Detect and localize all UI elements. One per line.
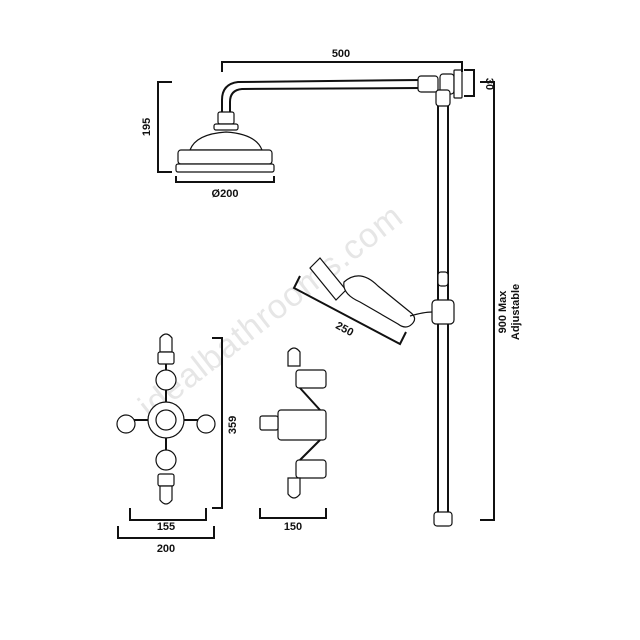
shower-head: [175, 111, 275, 173]
overhead-arm: [221, 69, 463, 112]
handset: [309, 257, 433, 328]
watermark-text: idealbathrooms.com: [132, 197, 411, 427]
riser-rail: [431, 89, 455, 527]
dim-valve-inner-width: [129, 508, 207, 521]
dim-valve-height: [212, 337, 223, 509]
valve-front-view: [116, 333, 216, 505]
dim-head-height: [157, 81, 172, 173]
dim-arm-drop: [464, 69, 475, 97]
dim-valve-depth: [259, 508, 327, 519]
dim-handset-length: [292, 275, 407, 346]
label-riser-height-1: 900 Max: [497, 290, 509, 334]
label-valve-height: 359: [227, 416, 239, 434]
label-valve-depth: 150: [284, 521, 302, 533]
label-head-height: 195: [141, 118, 153, 136]
dim-arm-length: [221, 61, 463, 72]
dim-riser-height: [480, 81, 495, 521]
label-valve-inner-width: 155: [157, 521, 175, 533]
label-arm-drop: 30: [483, 78, 495, 90]
label-riser-height-2: Adjustable: [510, 284, 522, 340]
label-head-diameter: Ø200: [212, 188, 239, 200]
label-arm-length: 500: [332, 48, 350, 60]
dim-head-diameter: [175, 176, 275, 183]
label-handset-length: 250: [333, 320, 355, 339]
label-valve-outer-width: 200: [157, 543, 175, 555]
dim-valve-outer-width: [117, 526, 215, 539]
valve-side-view: [259, 347, 327, 499]
